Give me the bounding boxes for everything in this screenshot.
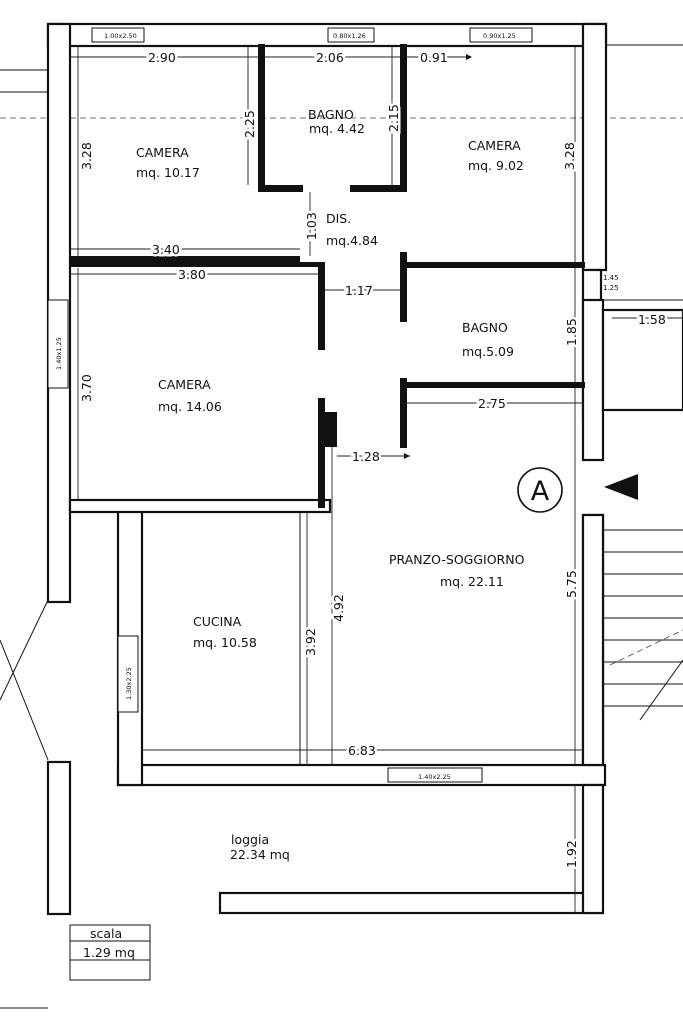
- dim-328-left: 3.28: [79, 142, 94, 170]
- exterior-context-lines: [0, 44, 683, 1009]
- dim-575: 5.75: [564, 570, 579, 598]
- dim-492: 4.92: [331, 594, 346, 622]
- dim-290: 2.90: [148, 50, 176, 65]
- room-loggia-area: 22.34 mq: [230, 847, 290, 862]
- window-4: [47, 299, 69, 389]
- window-1: [91, 27, 145, 43]
- room-camera-2-area: mq. 9.02: [468, 158, 524, 173]
- dim-117: 1.17: [345, 283, 373, 298]
- room-loggia-name: loggia: [231, 832, 269, 847]
- window-6-label: 1.40x2.25: [418, 773, 451, 781]
- stairs: [603, 474, 683, 721]
- dim-128: 1.28: [352, 449, 380, 464]
- room-camera-2-name: CAMERA: [468, 138, 521, 153]
- room-cucina-name: CUCINA: [193, 614, 242, 629]
- window-4-label: 1.40x1.25: [55, 337, 63, 370]
- room-bagno-2-name: BAGNO: [462, 320, 508, 335]
- room-camera-3-name: CAMERA: [158, 377, 211, 392]
- dim-225: 2.25: [242, 110, 257, 138]
- dim-125: 1.25: [603, 284, 619, 292]
- dim-185: 1.85: [564, 318, 579, 346]
- window-2: [327, 27, 375, 43]
- window-3: [469, 27, 533, 43]
- room-bagno-1-name: BAGNO: [308, 107, 354, 122]
- dim-206: 2.06: [316, 50, 344, 65]
- room-dis-name: DIS.: [326, 211, 351, 226]
- room-scala-area: 1.29 mq: [83, 945, 135, 960]
- window-5: [117, 635, 139, 713]
- dimension-lines: [70, 46, 683, 913]
- dim-158: 1.58: [638, 312, 666, 327]
- dim-215: 2.15: [386, 104, 401, 132]
- room-scala-name: scala: [90, 926, 122, 941]
- dim-380: 3.80: [178, 267, 206, 282]
- dim-103: 1.03: [304, 212, 319, 240]
- window-3-label: 0.90x1.25: [483, 32, 516, 40]
- windows: 1.00x2.50 0.80x1.26 0.90x1.25 1.40x1.25 …: [47, 27, 533, 783]
- room-pranzo-name: PRANZO-SOGGIORNO: [389, 552, 525, 567]
- scala-box: [69, 924, 151, 981]
- room-pranzo-area: mq. 22.11: [440, 574, 504, 589]
- exterior-walls: [46, 22, 683, 916]
- dim-328-right: 3.28: [562, 142, 577, 170]
- room-bagno-1-area: mq. 4.42: [309, 121, 365, 136]
- window-1-label: 1.00x2.50: [104, 32, 137, 40]
- dim-192: 1.92: [564, 840, 579, 868]
- dim-392: 3.92: [303, 628, 318, 656]
- unit-marker: A: [517, 467, 563, 513]
- dim-145: 1.45: [603, 274, 619, 282]
- dim-091: 0.91: [420, 50, 448, 65]
- window-6: [387, 767, 483, 783]
- window-5-label: 1.30x2.25: [125, 667, 133, 700]
- room-dis-area: mq.4.84: [326, 233, 378, 248]
- room-bagno-2-area: mq.5.09: [462, 344, 514, 359]
- dim-275: 2.75: [478, 396, 506, 411]
- dimension-labels: 2.90 2.06 0.91 3.28 2.25 2.15 3.28 1.03 …: [77, 48, 669, 871]
- dimension-arrows: [400, 54, 472, 459]
- room-camera-1-area: mq. 10.17: [136, 165, 200, 180]
- room-cucina-area: mq. 10.58: [193, 635, 257, 650]
- dim-340: 3.40: [152, 242, 180, 257]
- window-2-label: 0.80x1.26: [333, 32, 366, 40]
- dim-683: 6.83: [348, 743, 376, 758]
- entrance-arrow-icon: [604, 474, 638, 500]
- unit-marker-label: A: [531, 476, 550, 507]
- dim-370: 3.70: [79, 374, 94, 402]
- room-camera-1-name: CAMERA: [136, 145, 189, 160]
- interior-walls: [70, 44, 605, 767]
- room-labels: CAMERA mq. 10.17 BAGNO mq. 4.42 CAMERA m…: [83, 107, 525, 960]
- room-camera-3-area: mq. 14.06: [158, 399, 222, 414]
